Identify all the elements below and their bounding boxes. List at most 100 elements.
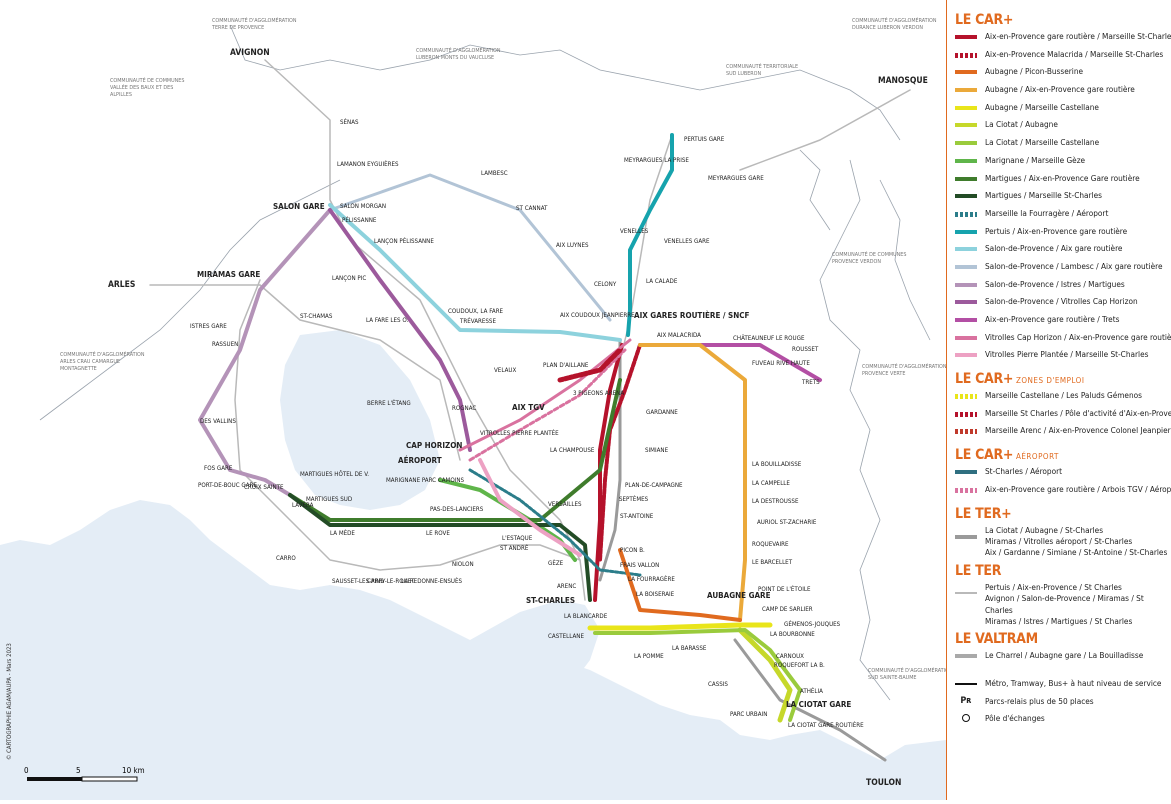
legend-swatch bbox=[955, 470, 977, 475]
place-label: PORT-DE-BOUC GARE bbox=[198, 482, 257, 489]
legend-item-label: Marseille la Fourragère / Aéroport bbox=[985, 207, 1109, 218]
legend-item: Marseille Arenc / Aix-en-Provence Colone… bbox=[955, 425, 1171, 443]
car-line-salon-vitrolles bbox=[328, 208, 472, 452]
place-label: VENELLES GARE bbox=[664, 238, 710, 245]
place-label: CARRO bbox=[276, 555, 296, 562]
destination-label: MANOSQUE bbox=[878, 76, 928, 86]
place-label: AIX TGV bbox=[512, 403, 545, 412]
car-line-salon-aix bbox=[328, 203, 622, 342]
legend-symbol-item: Métro, Tramway, Bus+ à haut niveau de se… bbox=[955, 678, 1171, 696]
legend-swatch bbox=[955, 123, 977, 128]
place-label: SAUSSET-LES-PINS bbox=[332, 578, 384, 585]
legend-swatch bbox=[955, 534, 977, 539]
legend-item-label: Vitrolles Pierre Plantée / Marseille St-… bbox=[985, 349, 1149, 360]
place-label: TRÉVARESSE bbox=[459, 316, 496, 325]
hub-icon bbox=[955, 713, 977, 725]
place-label: VITROLLES PIERRE PLANTÉE bbox=[480, 428, 559, 437]
place-label: LA FARE LES O. bbox=[366, 317, 408, 324]
legend-item: Aubagne / Aix-en-Provence gare routière bbox=[955, 84, 1171, 102]
place-label: LA POMME bbox=[634, 653, 664, 660]
legend-item-label: St-Charles / Aéroport bbox=[985, 466, 1063, 477]
place-label: LA FOURRAGÈRE bbox=[628, 574, 675, 583]
legend-swatch bbox=[955, 70, 977, 75]
place-label: CASSIS bbox=[708, 681, 728, 688]
legend-item-label: Aubagne / Aix-en-Provence gare routière bbox=[985, 84, 1135, 95]
legend-item-label: Aix-en-Provence gare routière / Trets bbox=[985, 314, 1120, 324]
place-label: MIRAMAS GARE bbox=[197, 270, 260, 279]
place-label: MARTIGUES SUD bbox=[306, 496, 352, 503]
legend-item-label: La Ciotat / Marseille Castellane bbox=[985, 137, 1100, 148]
place-label: CHÂTEAUNEUF LE ROUGE bbox=[733, 333, 805, 342]
place-label: DES VALLINS bbox=[200, 418, 236, 425]
legend-swatch bbox=[955, 194, 977, 199]
place-label: CAP HORIZON bbox=[406, 441, 462, 450]
legend-item: Aix-en-Provence Malacrida / Marseille St… bbox=[955, 49, 1171, 67]
place-label: FOS GARE bbox=[204, 465, 233, 472]
place-label: SIMIANE bbox=[645, 447, 669, 454]
place-label: FUVEAU RIVE HAUTE bbox=[752, 360, 810, 367]
place-label: RASSUEN bbox=[212, 341, 238, 348]
place-label: LA BARASSE bbox=[672, 645, 707, 652]
place-label: LA BOURBONNE bbox=[770, 631, 815, 638]
legend-item-label: Le Charrel / Aubagne gare / La Bouilladi… bbox=[985, 650, 1144, 661]
legend-swatch bbox=[955, 654, 977, 659]
place-label: AURIOL ST-ZACHARIE bbox=[757, 519, 817, 526]
legend-item: Le Charrel / Aubagne gare / La Bouilladi… bbox=[955, 650, 1171, 668]
place-label: ST-CHAMAS bbox=[300, 313, 333, 320]
legend-symbols: Métro, Tramway, Bus+ à haut niveau de se… bbox=[955, 678, 1171, 731]
legend-swatch bbox=[955, 335, 977, 340]
legend-section-title: LE CAR+ ZONES D'EMPLOI bbox=[955, 371, 1085, 388]
place-label: LA CALADE bbox=[646, 278, 678, 285]
legend-swatch bbox=[955, 264, 977, 269]
place-label: LE BARCELLET bbox=[752, 559, 793, 566]
place-label: PÉLISSANNE bbox=[342, 215, 377, 224]
place-label: ARENC bbox=[557, 583, 576, 590]
legend-item-label: Pertuis / Aix-en-Provence gare routière bbox=[985, 225, 1128, 236]
place-label: ST ANDRÉ bbox=[500, 543, 529, 552]
ter-line-aix-marseille bbox=[598, 338, 622, 582]
place-label: LA BOISERAIE bbox=[636, 591, 675, 598]
place-label: PARC URBAIN bbox=[730, 711, 767, 718]
destination-label: AVIGNON bbox=[230, 48, 270, 58]
scale-bar: 0 5 10 km bbox=[24, 766, 145, 782]
legend-item: Salon-de-Provence / Istres / Martigues bbox=[955, 279, 1171, 297]
place-label: NIOLON bbox=[452, 561, 474, 568]
place-label: ST-ANTOINE bbox=[620, 513, 654, 520]
transit-lines bbox=[149, 59, 911, 762]
legend-item: Pertuis / Aix-en-Provence gare routière bbox=[955, 226, 1171, 244]
legend-item-label: Salon-de-Provence / Aix gare routière bbox=[985, 243, 1123, 254]
place-label: AIX MALACRIDA bbox=[657, 332, 701, 339]
legend-item-label: Marseille St Charles / Pôle d'activité d… bbox=[985, 407, 1171, 418]
ter-line-toulon bbox=[733, 638, 887, 762]
legend-item: Marseille St Charles / Pôle d'activité d… bbox=[955, 408, 1171, 426]
legend-panel: LE CAR+Aix-en-Provence gare routière / M… bbox=[946, 0, 1171, 800]
place-label: L'ESTAQUE bbox=[502, 535, 533, 542]
place-label: LA MÈDE bbox=[330, 528, 355, 537]
legend-symbol-label: Pôle d'échanges bbox=[985, 713, 1045, 724]
place-label: ROQUEFORT LA B. bbox=[774, 662, 825, 669]
place-label: LA BOUILLADISSE bbox=[752, 461, 802, 468]
land-area bbox=[0, 0, 946, 760]
place-label: AÉROPORT bbox=[398, 454, 442, 465]
place-label: LAMANON EYGUIÈRES bbox=[337, 159, 399, 168]
legend-symbol-label: Métro, Tramway, Bus+ à haut niveau de se… bbox=[985, 678, 1162, 689]
place-label: LA CAMPELLE bbox=[752, 480, 790, 487]
destination-label: TOULON bbox=[866, 778, 901, 788]
place-label: ATHÉLIA bbox=[800, 686, 823, 695]
legend-item-label: Marseille Arenc / Aix-en-Provence Colone… bbox=[985, 425, 1171, 436]
place-label: VERSAILLES bbox=[548, 501, 582, 508]
legend-item-label: Aix-en-Provence gare routière / Arbois T… bbox=[985, 483, 1171, 494]
legend-item: Marseille Castellane / Les Paluds Gémeno… bbox=[955, 390, 1171, 408]
legend-section-subtitle: AÉROPORT bbox=[1013, 452, 1059, 462]
legend-swatch bbox=[955, 429, 977, 435]
